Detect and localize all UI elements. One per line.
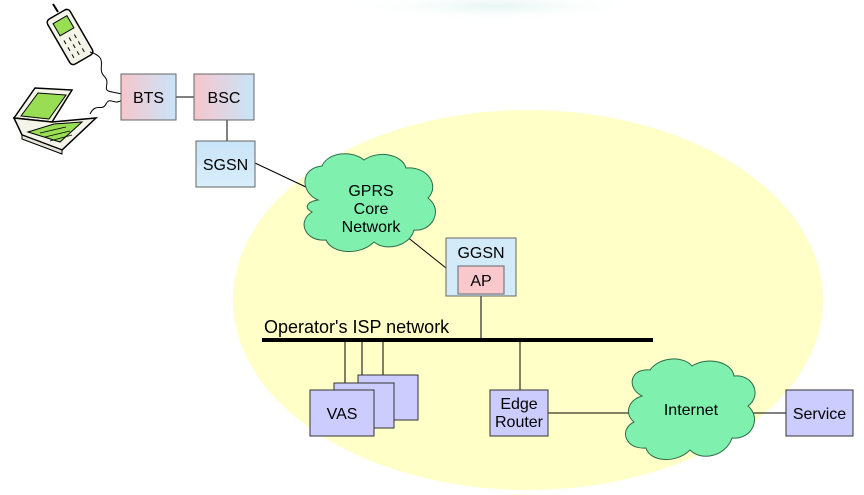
bsc-node: BSC bbox=[193, 73, 255, 121]
laptop-radio-link bbox=[89, 99, 123, 115]
link-sgsn-gprs bbox=[254, 162, 309, 189]
vas-node: VAS bbox=[309, 374, 419, 437]
bts-node: BTS bbox=[120, 73, 177, 121]
edge-router-label-line2: Router bbox=[495, 414, 544, 431]
gprs-core-label-line1: GPRS bbox=[348, 183, 393, 200]
vas-box-front bbox=[309, 389, 375, 437]
ap-box bbox=[457, 265, 505, 295]
sgsn-label: SGSN bbox=[203, 157, 248, 174]
ggsn-node: GGSN AP bbox=[445, 237, 517, 297]
vas-label: VAS bbox=[327, 406, 358, 423]
ap-label: AP bbox=[470, 273, 491, 290]
service-label: Service bbox=[793, 406, 846, 423]
sgsn-node: SGSN bbox=[195, 140, 256, 188]
isp-network-label: Operator's ISP network bbox=[264, 317, 450, 337]
top-glow-decoration bbox=[345, 0, 645, 22]
mobile-phone-icon bbox=[46, 3, 94, 66]
service-node: Service bbox=[785, 389, 854, 437]
edge-router-label-line1: Edge bbox=[500, 396, 537, 413]
bts-label: BTS bbox=[133, 90, 164, 107]
edge-router-node: Edge Router bbox=[489, 389, 549, 437]
bsc-label: BSC bbox=[208, 90, 241, 107]
laptop-icon bbox=[12, 87, 99, 155]
gprs-core-label-line2: Core bbox=[354, 201, 389, 218]
internet-label: Internet bbox=[664, 402, 719, 419]
phone-radio-link bbox=[89, 51, 123, 95]
ggsn-label: GGSN bbox=[457, 245, 504, 262]
gprs-core-network-cloud: GPRS Core Network bbox=[303, 153, 436, 252]
gprs-core-label-line3: Network bbox=[342, 219, 402, 236]
internet-cloud: Internet bbox=[625, 358, 756, 460]
